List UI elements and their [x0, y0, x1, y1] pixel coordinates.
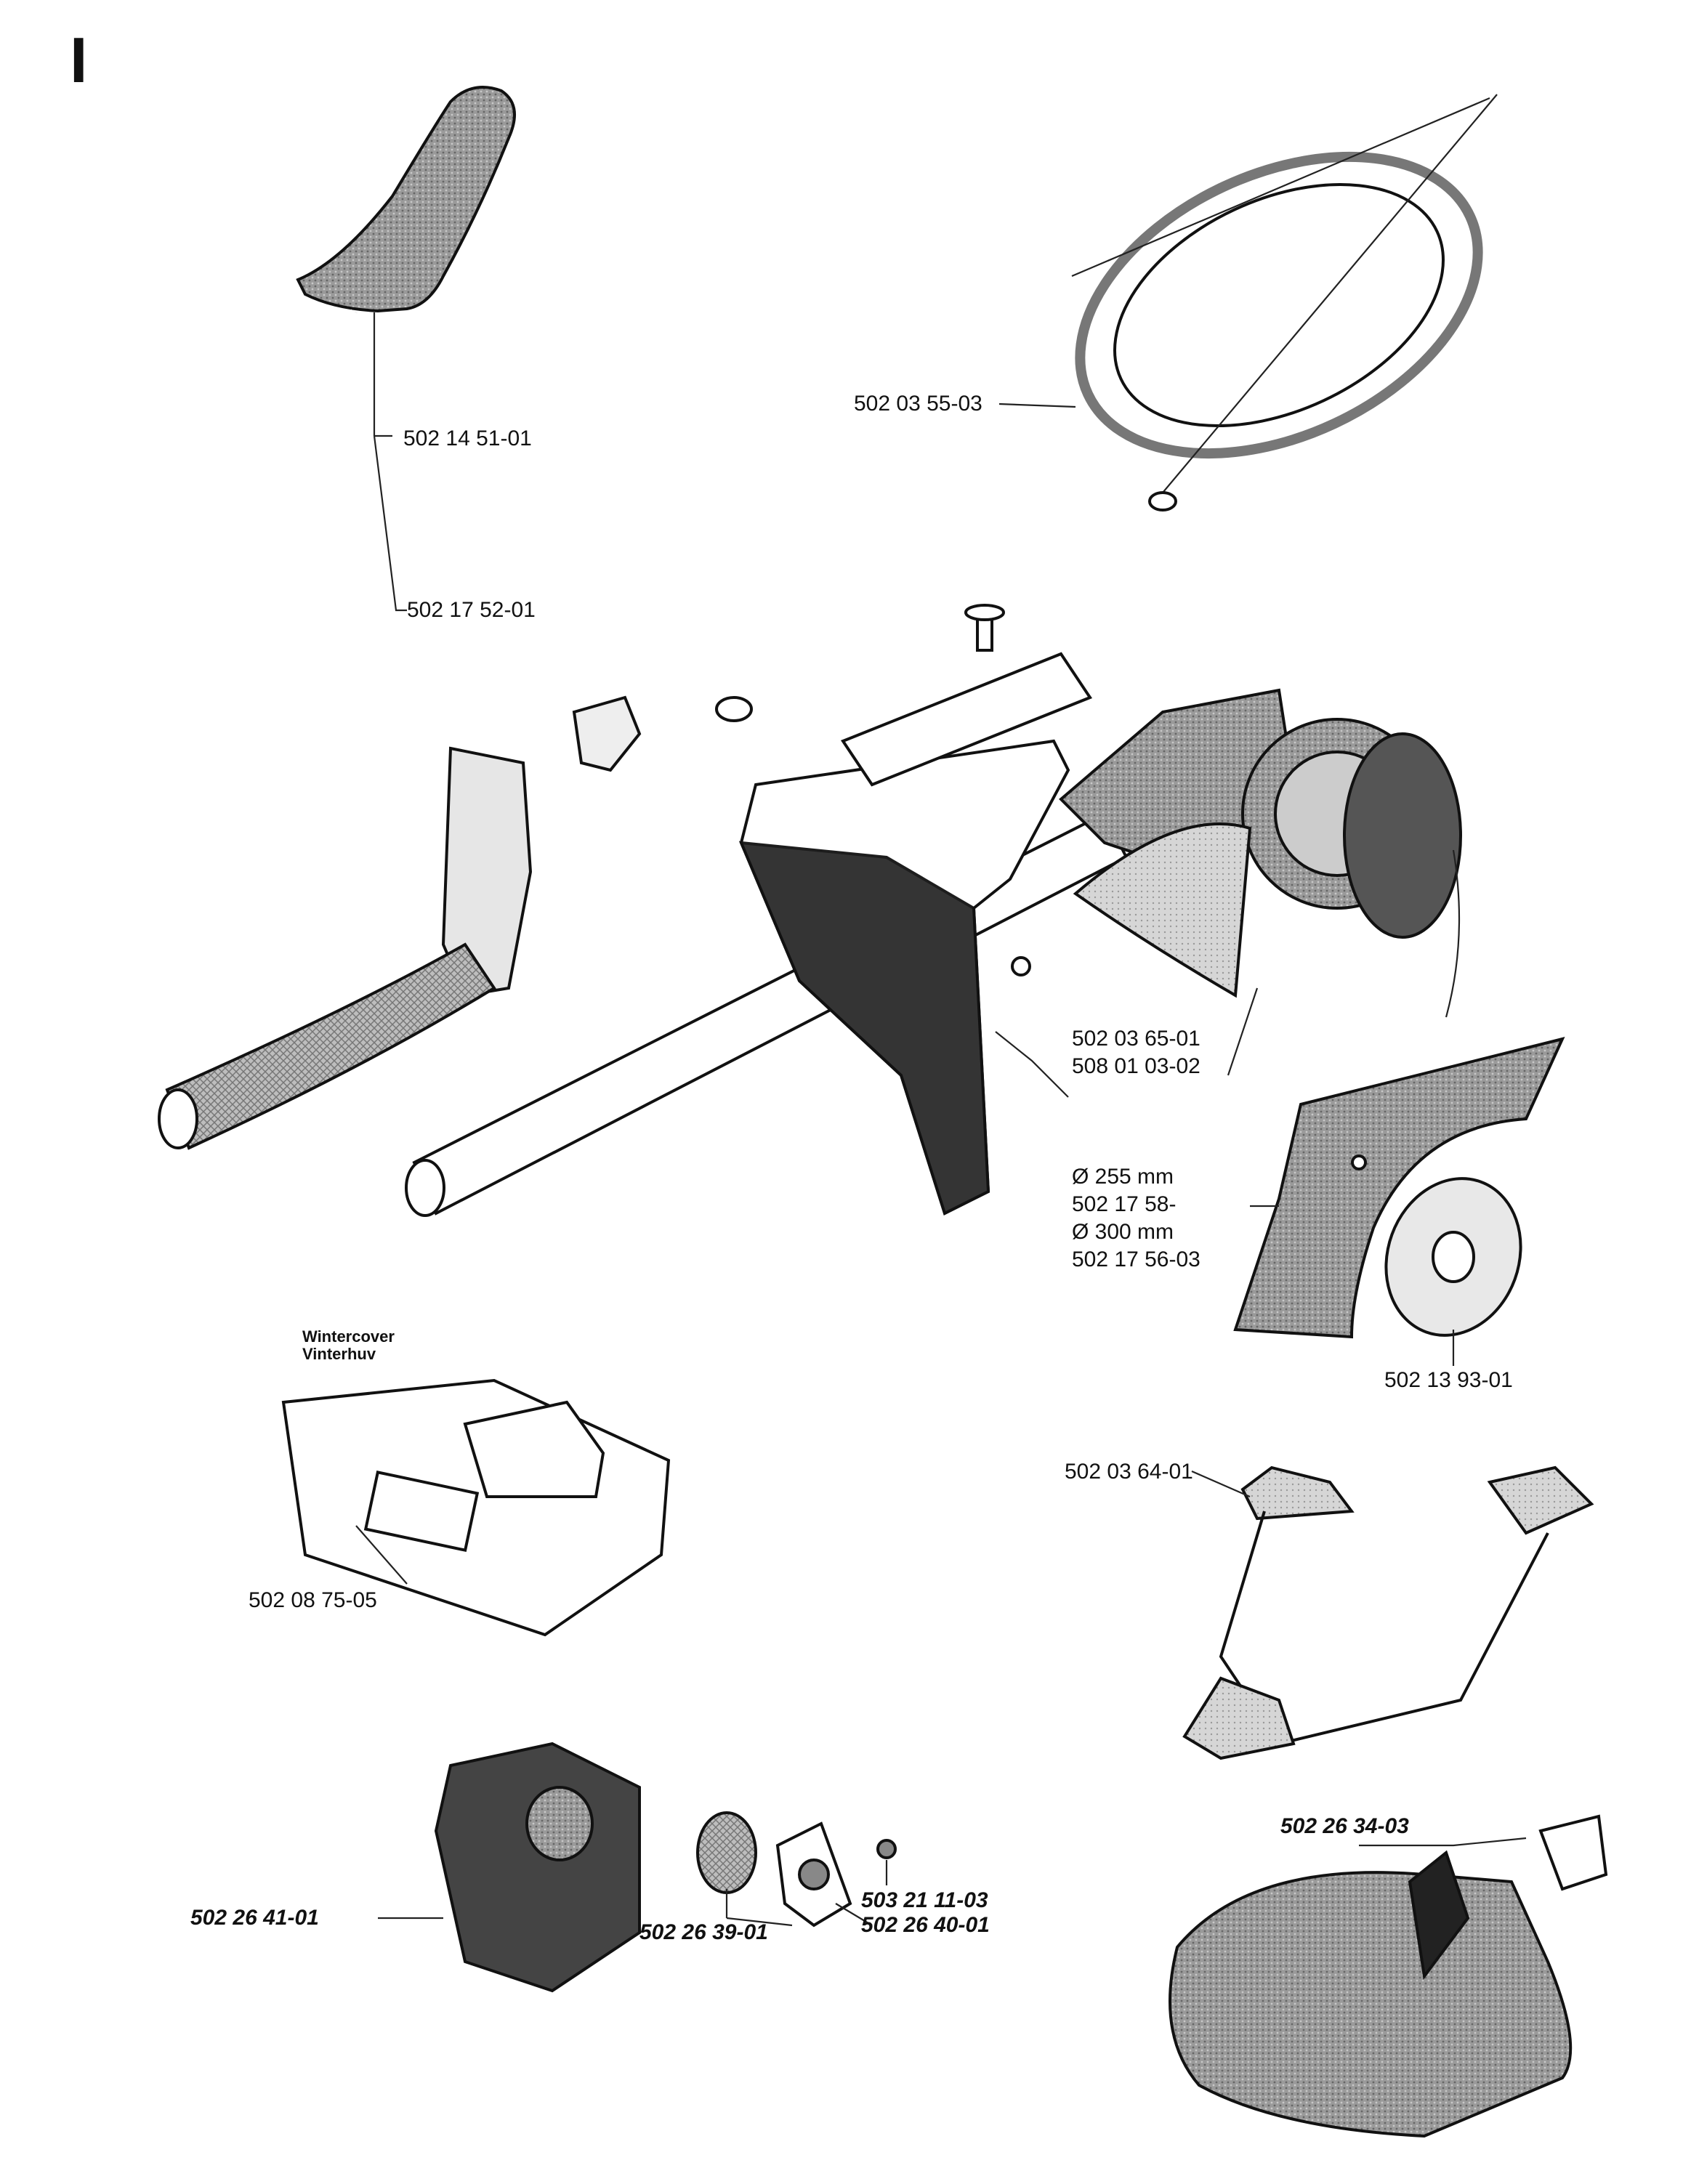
blade-part	[1233, 1037, 1565, 1339]
saw-guard-number: 502 26 34-03	[1280, 1814, 1409, 1838]
gasket-number: 502 26 40-01	[861, 1913, 990, 1937]
support-cup-number: 502 13 93-01	[1384, 1368, 1513, 1392]
blade-line-3: Ø 300 mm	[1072, 1220, 1174, 1244]
screw-number: 503 21 11-03	[861, 1888, 988, 1912]
belt-harness-number: 502 03 64-01	[1065, 1460, 1193, 1484]
handle-bar-part	[158, 309, 753, 1150]
harness-number: 502 03 55-03	[854, 392, 982, 416]
winter-cover-part	[281, 1378, 671, 1637]
handle-grip-part	[296, 86, 516, 313]
muffler-part	[434, 1742, 641, 1993]
leader-lines	[355, 312, 1527, 1927]
winter-cover-number: 502 08 75-05	[249, 1588, 377, 1612]
saw-guard-part	[1169, 1814, 1608, 2138]
support-cup-part	[1384, 1177, 1522, 1337]
handle-bar-number: 502 17 52-01	[407, 598, 536, 622]
handle-grip-number: 502 14 51-01	[403, 426, 532, 450]
spacer-number: 502 26 39-01	[639, 1920, 768, 1944]
muffler-number: 502 26 41-01	[190, 1906, 319, 1930]
guard-bracket-number-2: 508 01 03-02	[1072, 1054, 1200, 1078]
gasket-part	[775, 1821, 852, 1928]
harness-part	[1071, 94, 1498, 511]
section-letter: I	[70, 24, 88, 96]
winter-cover-title-sv: Vinterhuv	[302, 1345, 376, 1363]
belt-harness-part	[1182, 1465, 1594, 1760]
main-tube-part	[405, 604, 1462, 1217]
spacer-part	[696, 1811, 757, 1894]
blade-line-2: 502 17 58-	[1072, 1192, 1177, 1216]
blade-line-1: Ø 255 mm	[1072, 1165, 1174, 1189]
guard-bracket-number-1: 502 03 65-01	[1072, 1027, 1200, 1051]
screw-part	[876, 1839, 897, 1859]
blade-line-4: 502 17 56-03	[1072, 1247, 1200, 1271]
winter-cover-title-en: Wintercover	[302, 1327, 395, 1346]
